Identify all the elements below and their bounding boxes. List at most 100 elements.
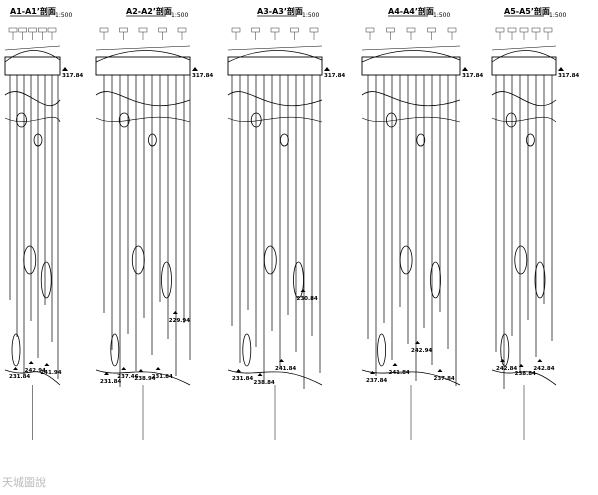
borehole-tag <box>251 27 260 33</box>
base-triangle <box>236 369 241 372</box>
cavity-ellipse <box>399 245 413 275</box>
base-triangle <box>28 361 34 364</box>
base-elevation: 231.84 <box>152 374 173 380</box>
cavity-ellipse <box>279 133 289 147</box>
base-elevation: 238.84 <box>254 380 275 386</box>
base-triangle <box>500 359 505 362</box>
bedrock-line <box>4 369 61 386</box>
borehole-tag <box>365 27 375 33</box>
cavity-ellipse <box>40 261 52 299</box>
base-elevation: 231.84 <box>100 379 121 385</box>
borehole-tag <box>406 27 416 33</box>
base-triangle <box>104 372 109 375</box>
bedrock-line <box>491 369 557 386</box>
stratum-line <box>491 91 557 107</box>
cavity-ellipse <box>500 333 510 367</box>
base-elevation: 230.84 <box>297 296 318 302</box>
cavity-ellipse <box>16 112 27 128</box>
base-elevation: 238.94 <box>134 376 155 382</box>
base-elevation: 242.84 <box>533 366 554 372</box>
section-scale: 1:500 <box>433 12 450 19</box>
base-triangle <box>415 341 420 344</box>
base-triangle <box>518 364 524 367</box>
bedrock-line <box>361 369 461 386</box>
section-title: A4-A4’剖面 <box>388 6 434 16</box>
borehole-tag <box>309 27 319 33</box>
borehole-tag <box>427 27 436 33</box>
top-elevation: 317.84 <box>324 73 345 79</box>
elevation-triangle <box>192 67 198 71</box>
ground-surface <box>4 50 61 63</box>
excavation-line <box>491 45 557 51</box>
base-triangle <box>300 289 306 292</box>
excavation-line <box>4 45 61 51</box>
borehole-tag <box>47 27 57 33</box>
section-title: A2-A2’剖面 <box>126 6 172 16</box>
cavity-ellipse <box>147 133 157 147</box>
borehole-tag <box>8 27 18 33</box>
cavity-ellipse <box>534 261 546 299</box>
base-elevation: 237.84 <box>366 378 387 384</box>
stratum-line <box>361 116 461 123</box>
cavity-ellipse <box>430 261 441 299</box>
cavity-ellipse <box>377 333 387 367</box>
section-scale: 1:500 <box>171 12 188 19</box>
base-triangle <box>172 311 178 314</box>
base-triangle <box>437 369 443 372</box>
building-outline <box>4 56 61 76</box>
cavity-ellipse <box>131 245 145 275</box>
borehole-tag <box>531 27 541 33</box>
base-triangle <box>370 371 375 374</box>
base-elevation: 242.94 <box>411 348 432 354</box>
base-elevation: 241.84 <box>275 366 296 372</box>
ground-surface <box>227 50 323 63</box>
elevation-triangle <box>462 67 468 71</box>
stratum-line <box>95 116 191 123</box>
ground-surface <box>95 50 191 63</box>
borehole-tag <box>99 27 109 33</box>
base-elevation: 229.94 <box>169 318 190 324</box>
top-elevation: 317.84 <box>558 73 579 79</box>
watermark: 天城圖說 <box>2 476 46 489</box>
base-triangle <box>44 363 50 366</box>
section-scale: 1:500 <box>549 12 566 19</box>
borehole-tag <box>119 27 128 33</box>
borehole-tag <box>519 27 529 33</box>
cavity-ellipse <box>263 245 277 275</box>
building-outline <box>361 56 461 76</box>
bedrock-line <box>95 369 191 386</box>
borehole-tag <box>38 27 47 33</box>
borehole-tag <box>28 27 37 33</box>
excavation-line <box>227 45 323 51</box>
borehole-tag <box>177 27 187 33</box>
cavity-ellipse <box>161 261 172 299</box>
borehole-tag <box>270 27 280 33</box>
cavity-ellipse <box>118 112 130 128</box>
section-scale: 1:500 <box>55 12 72 19</box>
cavity-ellipse <box>514 245 528 275</box>
section-title: A3-A3’剖面 <box>257 6 303 16</box>
base-elevation: 237.84 <box>434 376 455 382</box>
building-outline <box>227 56 323 76</box>
ground-surface <box>491 50 557 63</box>
cavity-ellipse <box>416 133 426 147</box>
borehole-tag <box>158 27 167 33</box>
borehole-tag <box>495 27 505 33</box>
cavity-ellipse <box>293 261 304 299</box>
section-title: A5-A5’剖面 <box>504 6 550 16</box>
cavity-ellipse <box>242 333 252 367</box>
base-elevation: 238.84 <box>515 371 536 377</box>
base-triangle <box>392 363 398 366</box>
base-elevation: 231.84 <box>232 376 253 382</box>
cavity-ellipse <box>110 333 120 367</box>
borehole-tag <box>138 27 148 33</box>
section-scale: 1:500 <box>302 12 319 19</box>
base-triangle <box>155 367 161 370</box>
stratum-line <box>227 91 323 106</box>
stratum-line <box>4 91 61 107</box>
base-elevation: 242.94 <box>25 368 46 374</box>
stratum-line <box>4 116 61 123</box>
